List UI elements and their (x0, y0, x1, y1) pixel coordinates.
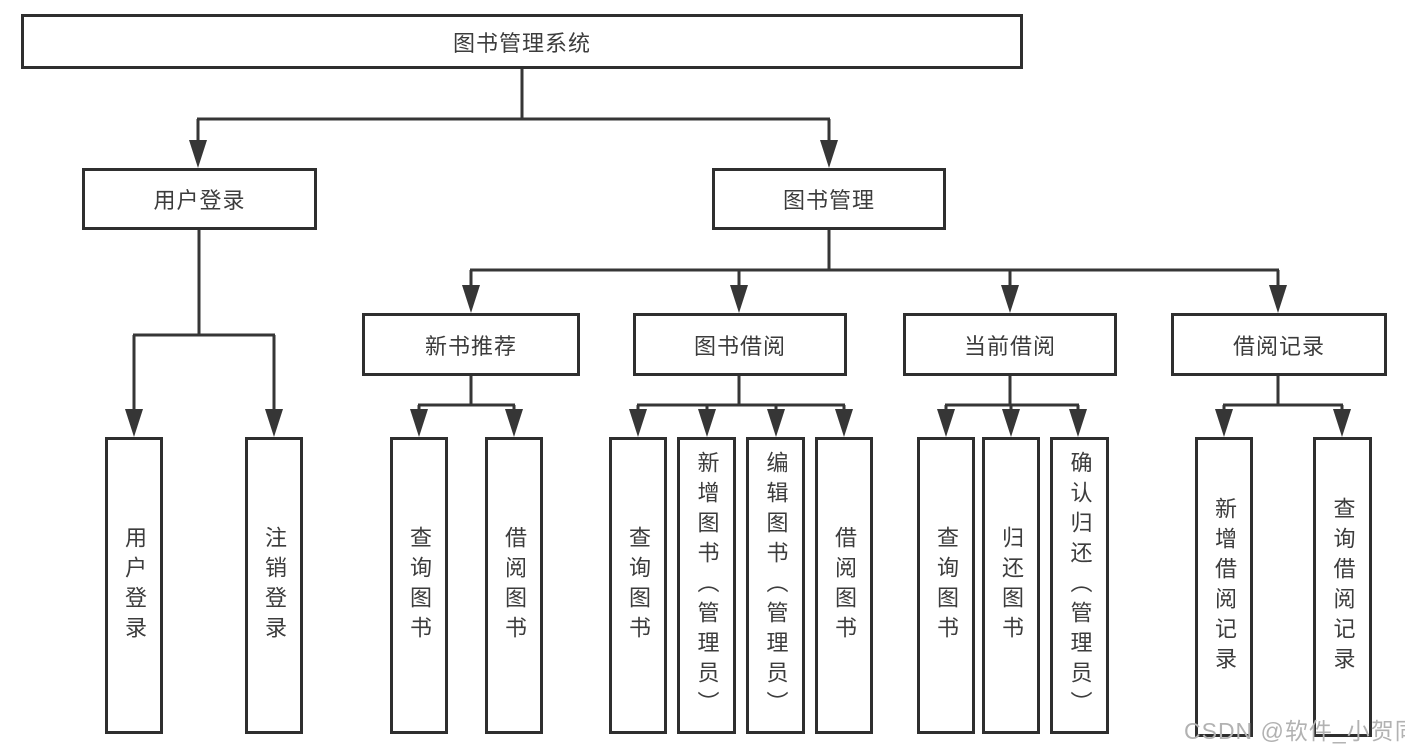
leaf-logout-label: 注销登录 (262, 525, 287, 646)
leaf-current-query-books-label: 查询图书 (934, 525, 959, 646)
leaf-current-confirm-return-admin: 确认归还（管理员） (1050, 437, 1109, 734)
leaf-borrow-add-books-admin: 新增图书（管理员） (677, 437, 736, 734)
leaf-newbook-query-books: 查询图书 (390, 437, 448, 734)
arrowhead (835, 409, 853, 437)
connector-new-book-to-leaves (417, 375, 516, 412)
leaf-borrow-query-books-label: 查询图书 (626, 525, 651, 646)
arrowhead (505, 409, 523, 437)
connector-root-to-level2 (196, 69, 831, 143)
leaf-records-query-record-label: 查询借阅记录 (1330, 497, 1356, 677)
arrowhead (629, 409, 647, 437)
node-root-label: 图书管理系统 (452, 30, 591, 56)
node-book-borrow: 图书借阅 (633, 313, 847, 376)
leaf-newbook-borrow-books: 借阅图书 (485, 437, 543, 734)
node-user-login-label: 用户登录 (153, 188, 246, 213)
node-book-management: 图书管理 (712, 168, 946, 230)
leaf-borrow-query-books: 查询图书 (609, 437, 667, 734)
leaf-borrow-edit-books-admin-label: 编辑图书（管理员） (763, 450, 789, 721)
leaf-newbook-borrow-books-label: 借阅图书 (502, 525, 527, 646)
arrowhead (1069, 409, 1087, 437)
node-borrow-records-label: 借阅记录 (1232, 333, 1325, 359)
connector-user-login-to-leaves (132, 229, 276, 412)
arrowhead (1002, 409, 1020, 437)
node-current-borrow: 当前借阅 (903, 313, 1117, 376)
leaf-current-confirm-return-admin-label: 确认归还（管理员） (1067, 450, 1093, 721)
leaf-current-return-books: 归还图书 (982, 437, 1040, 734)
arrowhead (730, 285, 748, 313)
arrowhead (1001, 285, 1019, 313)
node-new-book-recommend-label: 新书推荐 (424, 333, 517, 359)
node-new-book-recommend: 新书推荐 (362, 313, 580, 376)
arrowhead (1269, 285, 1287, 313)
leaf-user-login: 用户登录 (105, 437, 163, 734)
node-current-borrow-label: 当前借阅 (963, 333, 1056, 359)
node-root: 图书管理系统 (21, 14, 1023, 69)
arrowhead (189, 140, 207, 168)
arrowhead (462, 285, 480, 313)
leaf-borrow-borrow-books-label: 借阅图书 (832, 525, 857, 646)
arrowhead (410, 409, 428, 437)
arrowhead (1333, 409, 1351, 437)
node-borrow-records: 借阅记录 (1171, 313, 1387, 376)
connector-book-borrow-to-leaves (636, 375, 846, 412)
csdn-watermark: CSDN @软件_小贺同学 (1184, 718, 1405, 744)
connector-book-management-to-level3 (469, 229, 1280, 288)
leaf-borrow-borrow-books: 借阅图书 (815, 437, 873, 734)
node-book-borrow-label: 图书借阅 (693, 333, 786, 359)
leaf-records-add-record: 新增借阅记录 (1195, 437, 1253, 737)
connector-current-borrow-to-leaves (944, 375, 1080, 412)
node-book-management-label: 图书管理 (782, 188, 875, 213)
leaf-user-login-label: 用户登录 (122, 525, 147, 646)
arrowhead (820, 140, 838, 168)
leaf-borrow-edit-books-admin: 编辑图书（管理员） (746, 437, 805, 734)
arrowhead (698, 409, 716, 437)
leaf-logout: 注销登录 (245, 437, 303, 734)
leaf-current-return-books-label: 归还图书 (999, 525, 1024, 646)
arrowhead (125, 409, 143, 437)
arrowhead (1215, 409, 1233, 437)
node-user-login: 用户登录 (82, 168, 317, 230)
leaf-newbook-query-books-label: 查询图书 (407, 525, 432, 646)
leaf-borrow-add-books-admin-label: 新增图书（管理员） (694, 450, 720, 721)
arrowhead (767, 409, 785, 437)
leaf-records-add-record-label: 新增借阅记录 (1212, 497, 1237, 677)
arrowhead (265, 409, 283, 437)
leaf-records-query-record: 查询借阅记录 (1313, 437, 1372, 737)
arrowhead (937, 409, 955, 437)
leaf-current-query-books: 查询图书 (917, 437, 975, 734)
connector-borrow-records-to-leaves (1222, 375, 1344, 412)
